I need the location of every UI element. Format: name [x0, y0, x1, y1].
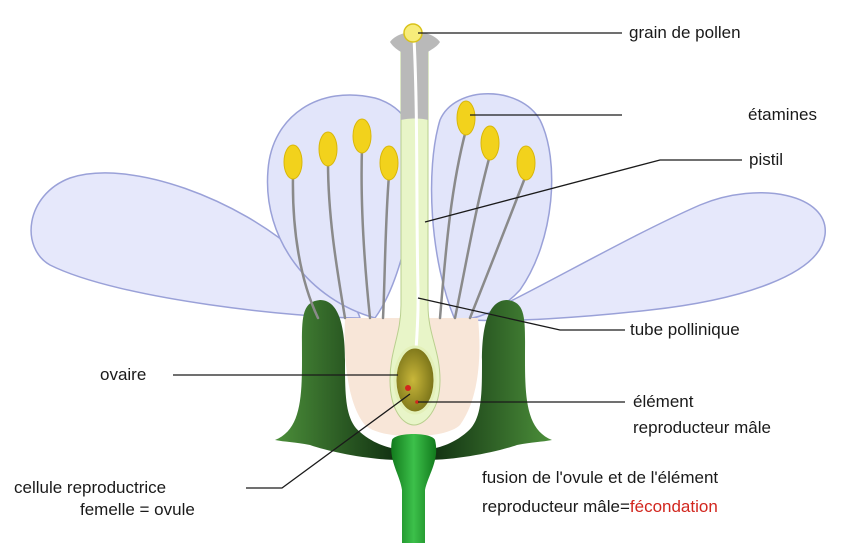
label-ovary: ovaire [100, 365, 146, 385]
stem [391, 434, 436, 543]
label-fecondation: fécondation [630, 497, 718, 516]
label-pollen-tube: tube pollinique [630, 320, 740, 340]
label-pollen-grain: grain de pollen [629, 23, 741, 43]
label-fusion-1: fusion de l'ovule et de l'élément [482, 468, 718, 488]
label-female-cell-2: femelle = ovule [80, 500, 195, 520]
label-pistil: pistil [749, 150, 783, 170]
label-male-element-2: reproducteur mâle [633, 418, 771, 438]
label-fusion-2: reproducteur mâle=fécondation [482, 497, 718, 517]
ovary [395, 347, 435, 413]
label-fusion-2-text: reproducteur mâle= [482, 497, 630, 516]
ovule [405, 385, 411, 391]
label-male-element-1: élément [633, 392, 693, 412]
label-stamens: étamines [748, 105, 817, 125]
label-female-cell-1: cellule reproductrice [14, 478, 166, 498]
